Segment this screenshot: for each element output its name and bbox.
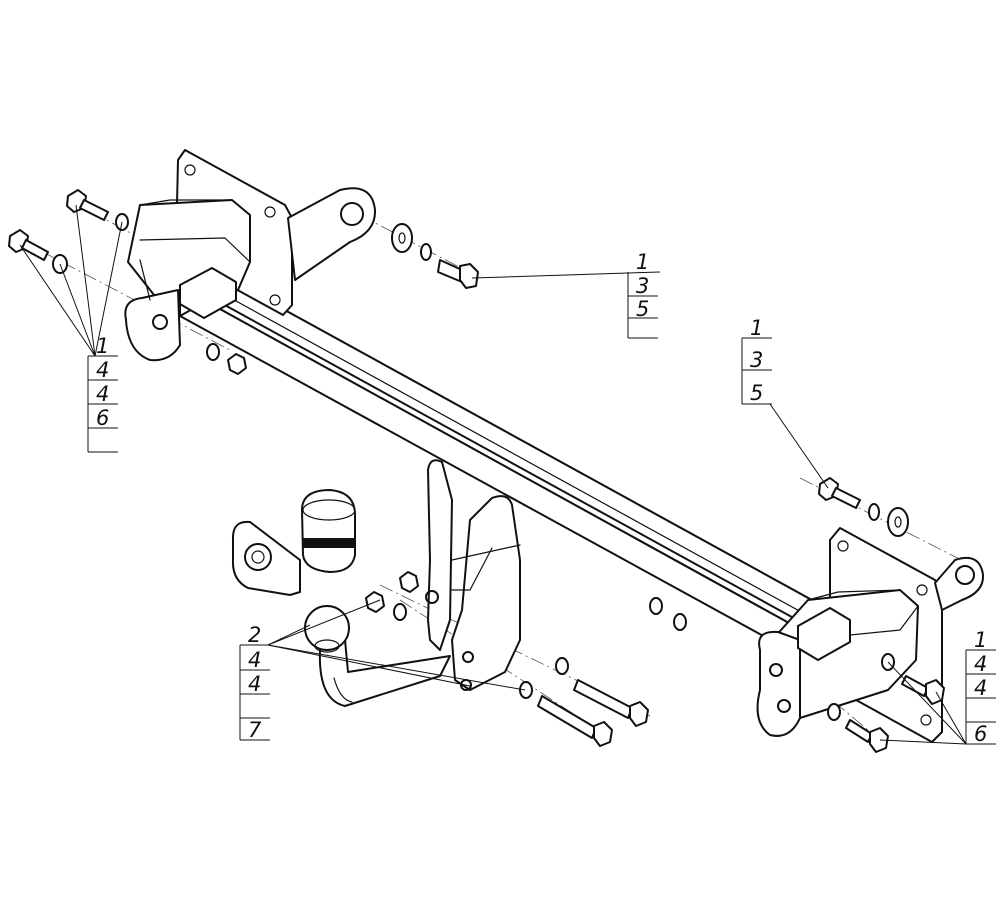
- nut-icon: [399, 571, 419, 593]
- washer-icon: [827, 703, 841, 721]
- washer-icon: [519, 681, 533, 699]
- bolt-icon: [537, 695, 613, 747]
- callout-number: 1: [750, 316, 763, 340]
- callout-number: 2: [248, 623, 261, 647]
- callout-number: 3: [636, 274, 649, 298]
- callout-top-right-bolt-group: 1 3 5: [636, 250, 649, 321]
- washer-icon: [555, 657, 569, 675]
- callout-number: 4: [974, 652, 987, 676]
- nut-icon: [227, 353, 247, 375]
- right-mounting-bracket: [756, 527, 985, 743]
- callout-number: 1: [96, 334, 109, 358]
- washer-icon: [887, 507, 909, 537]
- bolt-icon: [573, 679, 649, 727]
- callout-right-side-bolt-group: 1 3 5: [750, 316, 763, 405]
- washer-icon: [868, 503, 880, 521]
- bolt-icon: [66, 189, 109, 221]
- fasteners: [8, 189, 945, 753]
- bolt-icon: [818, 477, 861, 509]
- callout-number: 4: [974, 676, 987, 700]
- washer-icon: [206, 343, 220, 361]
- callout-number: 5: [750, 381, 763, 405]
- bolt-icon: [437, 259, 479, 289]
- callout-number: 4: [248, 672, 261, 696]
- left-mounting-bracket: [124, 149, 377, 362]
- electrical-socket: [231, 489, 356, 596]
- callout-number: 5: [636, 297, 649, 321]
- bolt-icon: [8, 229, 49, 261]
- washer-icon: [649, 597, 663, 615]
- callout-number: 1: [974, 628, 987, 652]
- callout-number: 1: [636, 250, 649, 274]
- callout-left-bolt-group: 1 4 4 6: [96, 334, 109, 430]
- callout-number: 3: [750, 348, 763, 372]
- callout-number: 4: [96, 358, 109, 382]
- callout-number: 6: [96, 406, 109, 430]
- washer-icon: [673, 613, 687, 631]
- leader-lines: [19, 204, 996, 745]
- callout-number: 4: [96, 382, 109, 406]
- bolt-icon: [845, 719, 889, 753]
- callout-number: 7: [248, 718, 262, 742]
- callout-number: 6: [974, 722, 987, 746]
- washer-icon: [420, 243, 432, 261]
- hitch-center-plates: [425, 459, 521, 691]
- callout-right-bottom-bolt-group: 1 4 4 6: [974, 628, 987, 746]
- washer-icon: [393, 603, 407, 621]
- callout-tow-ball-group: 2 4 4 7: [248, 623, 262, 742]
- washer-icon: [391, 223, 413, 253]
- callout-number: 4: [248, 648, 261, 672]
